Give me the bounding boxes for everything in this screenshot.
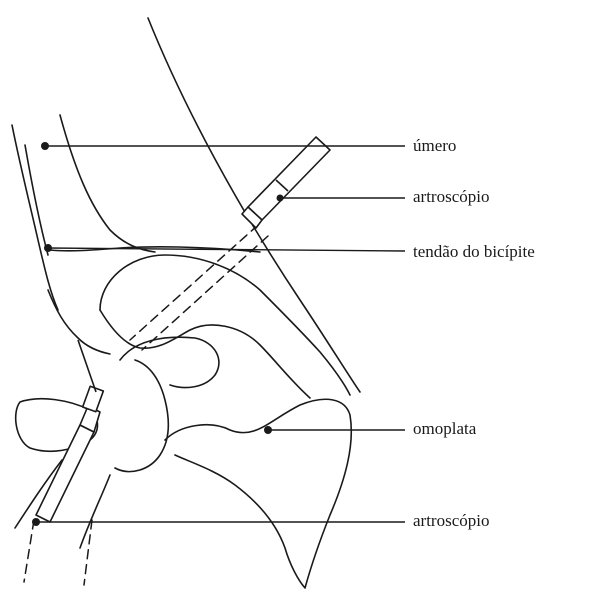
arthroscope-bottom-body	[36, 425, 94, 522]
scapula-outline	[165, 399, 351, 588]
glenoid-outline	[115, 360, 168, 472]
arthroscope-top-body	[248, 137, 330, 220]
arthroscope-bottom-path-1	[24, 520, 34, 582]
arthroscope-top-path-1	[130, 225, 258, 340]
leader-dot-biceps-tendon	[44, 244, 52, 252]
leader-dot-arthroscope-top	[277, 195, 284, 202]
label-arthroscope-top: artroscópio	[413, 188, 489, 205]
arthroscope-bottom-path-2	[84, 520, 92, 585]
label-biceps-tendon: tendão do bicípite	[413, 243, 535, 260]
arthroscope-bottom-coupler	[83, 386, 104, 411]
label-humerus: úmero	[413, 137, 456, 154]
humeral-head-outline	[100, 255, 350, 395]
label-scapula: omoplata	[413, 420, 476, 437]
anterior-tissue-line-1	[12, 125, 58, 310]
leader-dot-scapula	[264, 426, 272, 434]
leader-dot-humerus	[41, 142, 49, 150]
label-arthroscope-bottom: artroscópio	[413, 512, 489, 529]
acromion-outline	[120, 337, 219, 387]
humeral-head-inner	[100, 310, 310, 398]
lower-tissue-line-2	[80, 475, 110, 548]
upper-arm-contour	[60, 115, 155, 252]
arthroscope-top-path-2	[142, 236, 268, 350]
leader-dot-arthroscope-bottom	[32, 518, 40, 526]
